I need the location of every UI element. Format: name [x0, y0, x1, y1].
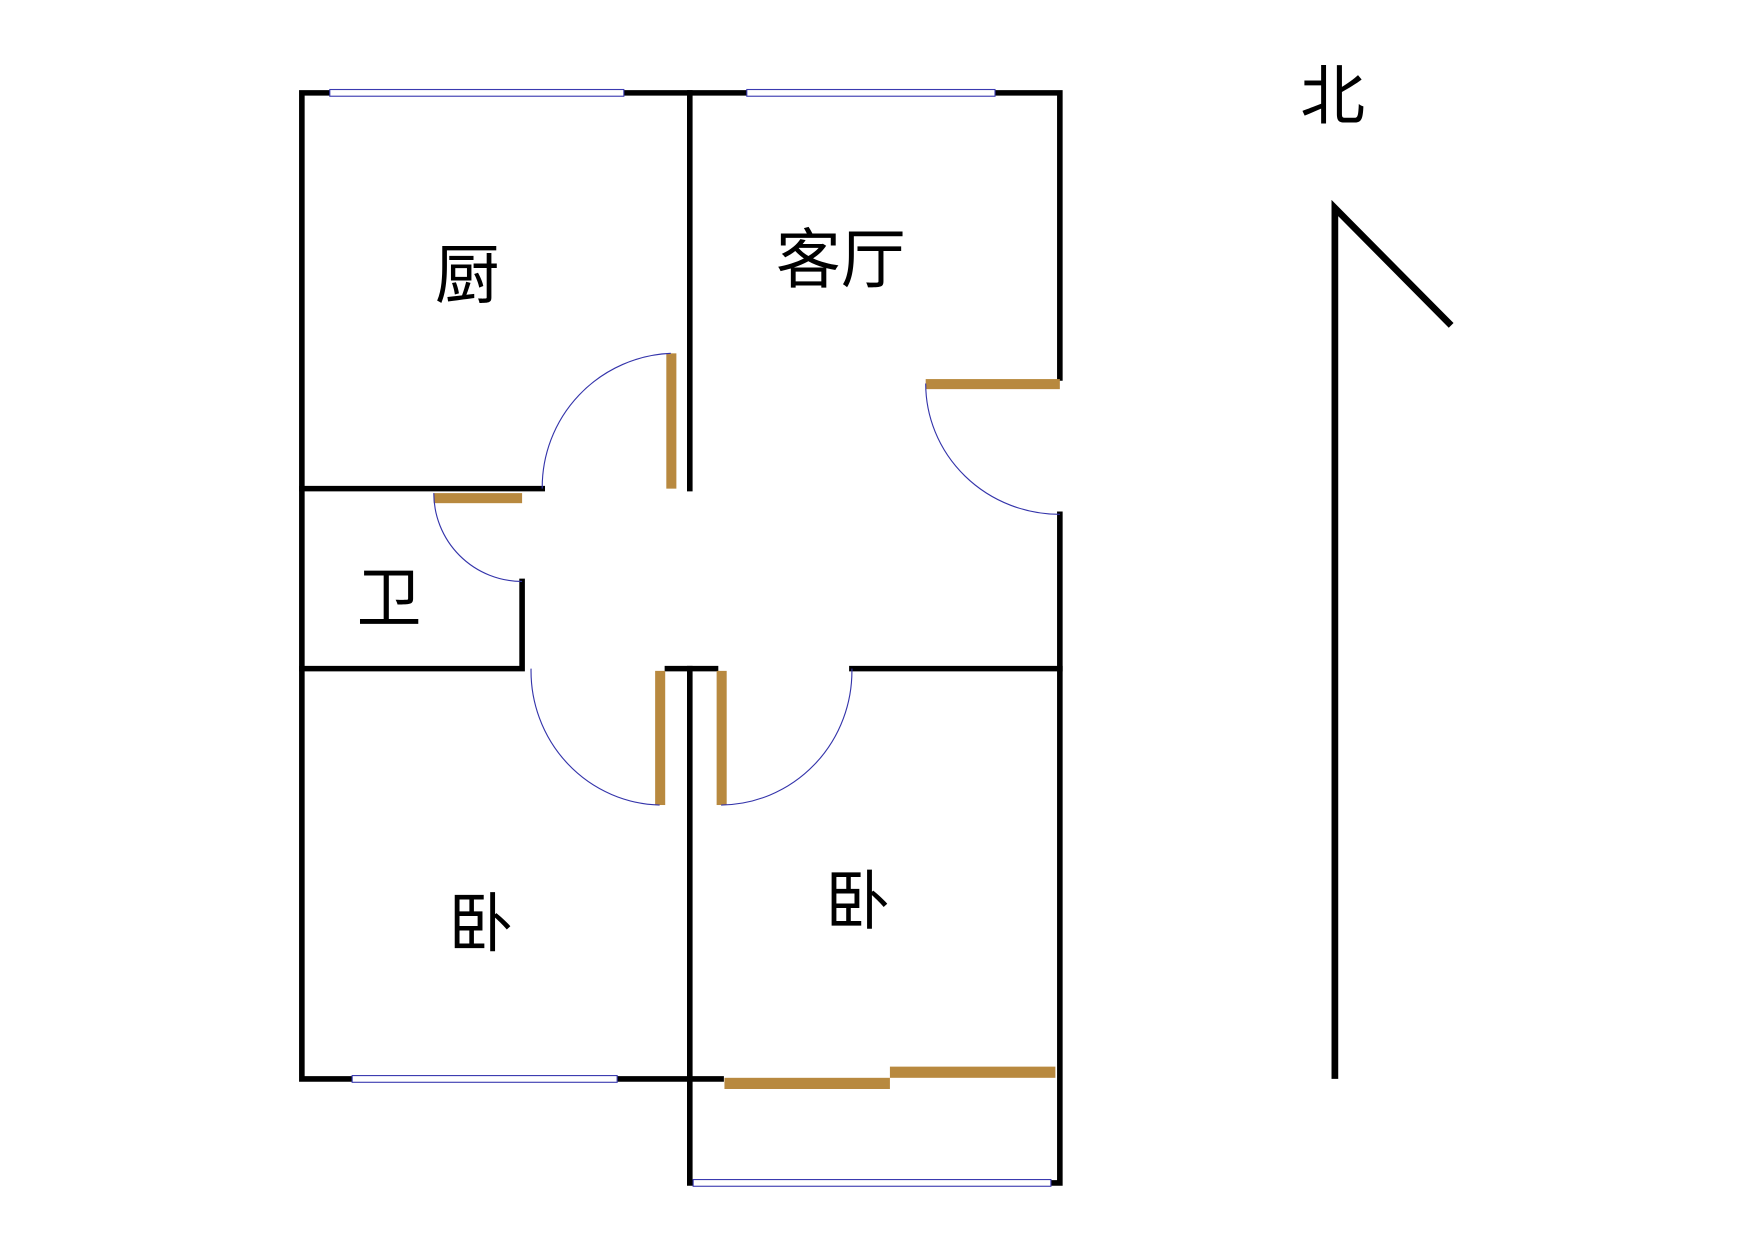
label-bathroom: 卫: [357, 562, 422, 637]
sliding-door-left: [724, 1077, 890, 1089]
north-arrow-icon: [1331, 199, 1454, 1079]
north-arrow: 北: [1300, 60, 1454, 1079]
room-labels: 厨 客厅 卫 卧 卧: [357, 223, 906, 962]
windows: [329, 88, 1052, 1187]
north-label: 北: [1300, 60, 1365, 135]
door-swing-kitchen: [541, 352, 671, 489]
label-bedroom-west: 卧: [448, 887, 513, 962]
window-kitchen: [329, 88, 625, 97]
door-kitchen: [666, 353, 677, 489]
label-living-room: 客厅: [776, 223, 906, 298]
window-balcony: [692, 1178, 1052, 1187]
door-swing-bedroom-west: [530, 668, 660, 806]
door-bedroom-east: [716, 670, 727, 806]
door-swing-bedroom-east: [721, 668, 853, 806]
door-entrance: [925, 379, 1060, 390]
sliding-door-right: [889, 1066, 1056, 1078]
walls: [299, 90, 1063, 1186]
door-swing-entrance: [925, 383, 1060, 515]
label-kitchen: 厨: [435, 238, 500, 313]
doors: [433, 352, 1060, 1089]
door-bathroom: [433, 493, 523, 504]
door-bedroom-west: [655, 670, 666, 806]
door-swing-bathroom: [433, 493, 523, 582]
window-living-room: [746, 88, 996, 97]
label-bedroom-east: 卧: [825, 865, 890, 940]
window-bedroom-west: [351, 1075, 618, 1083]
